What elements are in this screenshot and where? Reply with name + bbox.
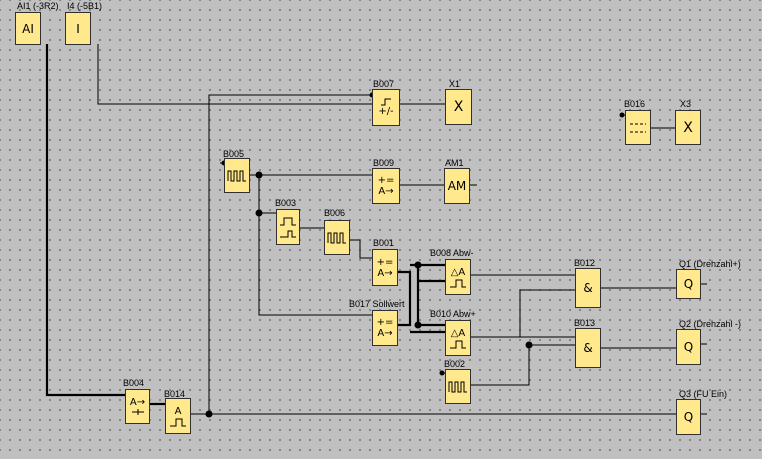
x3-output-block[interactable]: X <box>675 110 701 145</box>
on-delay-timer-icon <box>280 217 296 238</box>
q1-label: Q1 (Drehzahl+) <box>679 259 741 269</box>
b002-pulse-generator-block[interactable] <box>445 369 471 404</box>
pulse-train-icon <box>448 381 467 392</box>
pulse-train-icon <box>227 170 246 181</box>
i4-input-block[interactable]: I <box>65 12 91 45</box>
b008-analog-comparator-block[interactable]: △A <box>445 259 471 295</box>
wire-b005-branch-down <box>258 175 372 316</box>
wire-b002-to-b013 <box>470 344 575 386</box>
x3-label: X3 <box>680 99 692 109</box>
b009-label: B009 <box>373 158 395 168</box>
wire-b010-to-b012 <box>470 289 575 338</box>
threshold-step-icon <box>170 418 186 426</box>
b010-symbol: △A <box>450 327 466 339</box>
b014-analog-differential-block[interactable]: A <box>165 398 191 434</box>
dashed-lines-icon <box>630 123 646 132</box>
wire-feedback-to-b007 <box>208 94 375 414</box>
hysteresis-icon <box>131 409 144 415</box>
threshold-step-icon <box>450 340 466 348</box>
b001-analog-amplifier-block[interactable]: += A→ <box>372 249 398 286</box>
junction-compare-bus-1 <box>414 261 422 269</box>
junction-b005-out <box>255 171 263 179</box>
b007-updown-counter-block[interactable]: +/- <box>372 89 400 126</box>
x1-symbol: X <box>453 99 464 115</box>
b012-label: B012 <box>574 258 596 268</box>
x1-output-block[interactable]: X <box>445 89 472 125</box>
input-dot-b016 <box>619 112 625 118</box>
b002-label: B002 <box>444 359 466 369</box>
b013-and-gate-block[interactable]: & <box>575 328 601 368</box>
pulse-train-icon <box>327 232 346 243</box>
counter-ramp-icon <box>381 98 391 106</box>
am1-analog-flag-block[interactable]: AM <box>444 168 470 204</box>
b004-label: B004 <box>123 378 145 388</box>
ai1-label: AI1 (-3R2) <box>17 1 59 11</box>
b008-symbol: △A <box>450 266 466 278</box>
q2-output-block[interactable]: Q <box>676 329 701 365</box>
b016-label: B016 <box>624 99 646 109</box>
am1-label: AM1 <box>445 158 464 168</box>
b005-pulse-generator-block[interactable] <box>224 158 250 193</box>
wire-ai1-to-b004 <box>45 44 125 397</box>
b017-analog-amplifier-block[interactable]: += A→ <box>372 310 398 346</box>
am1-symbol: AM <box>447 179 467 193</box>
b012-and-gate-block[interactable]: & <box>575 268 601 308</box>
b009-analog-amplifier-block[interactable]: += A→ <box>372 168 400 204</box>
b017-line1: += <box>376 317 394 328</box>
b009-line2: A→ <box>378 186 394 197</box>
q3-symbol: Q <box>683 410 694 424</box>
junction-b007-feedback <box>205 410 213 418</box>
b007-label: B007 <box>373 79 395 89</box>
threshold-step-icon <box>450 279 466 287</box>
q1-output-block[interactable]: Q <box>676 269 701 299</box>
q1-symbol: Q <box>683 277 694 291</box>
b005-label: B005 <box>223 149 245 159</box>
b013-symbol: & <box>583 341 593 355</box>
i4-label: I4 (-5B1) <box>67 1 103 11</box>
wire-b001-to-compare-bus <box>398 270 412 327</box>
junction-b010-split <box>525 341 533 349</box>
b010-analog-comparator-block[interactable]: △A <box>445 320 471 356</box>
x3-symbol: X <box>683 119 693 136</box>
b010-label: B010 Abw+ <box>430 309 476 319</box>
b013-label: B013 <box>574 318 596 328</box>
b008-label: B008 Abw- <box>430 248 474 258</box>
q3-output-block[interactable]: Q <box>676 399 701 435</box>
input-dot-b002 <box>439 370 445 376</box>
b007-symbol: +/- <box>378 106 394 117</box>
q3-label: Q3 (FU Ein) <box>679 389 728 399</box>
b014-symbol: A <box>174 405 182 417</box>
x1-label: X1 <box>449 79 461 89</box>
b003-label: B003 <box>275 198 297 208</box>
junction-compare-bus-2 <box>414 321 422 329</box>
wire-i4-to-b007 <box>97 44 375 105</box>
b001-line2: A→ <box>377 267 393 279</box>
b006-label: B006 <box>324 208 346 218</box>
b017-label: B017 Sollwert <box>349 299 405 309</box>
b012-symbol: & <box>583 281 593 295</box>
ai1-input-block[interactable]: AI <box>15 12 41 45</box>
b014-label: B014 <box>164 389 186 399</box>
b004-symbol: A→ <box>129 397 146 408</box>
b009-line1: += <box>377 175 395 186</box>
i4-symbol: I <box>76 21 80 36</box>
b003-timer-block[interactable] <box>276 209 300 245</box>
junction-b005-b003 <box>255 209 263 217</box>
b016-block[interactable] <box>625 110 651 145</box>
b001-line1: += <box>376 256 394 268</box>
q2-symbol: Q <box>683 340 694 354</box>
b017-line2: A→ <box>377 328 393 339</box>
ai1-symbol: AI <box>22 21 34 36</box>
b004-analog-threshold-block[interactable]: A→ <box>125 389 150 424</box>
q2-label: Q2 (Drehzahl -) <box>679 319 742 329</box>
b001-label: B001 <box>373 238 395 248</box>
wire-b006-to-b001 <box>350 239 373 259</box>
b006-pulse-generator-block[interactable] <box>324 220 350 255</box>
